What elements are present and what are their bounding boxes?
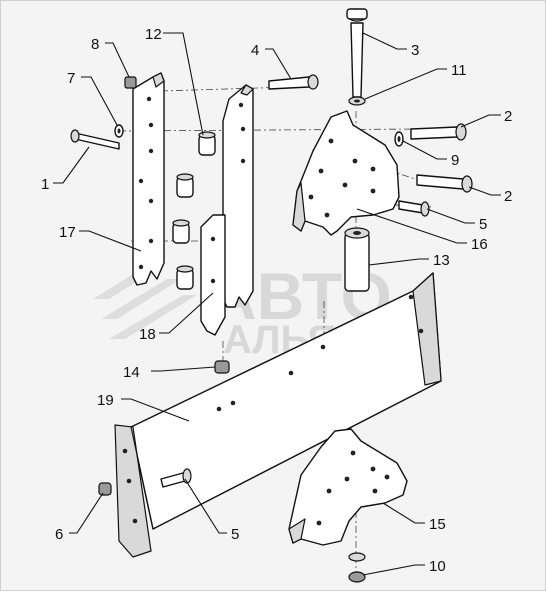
part-4-bolt bbox=[268, 74, 319, 90]
callout-11: 11 bbox=[451, 62, 467, 79]
part-11-washer bbox=[348, 96, 366, 106]
part-3-pin bbox=[346, 8, 368, 98]
callout-2-upper: 2 bbox=[504, 108, 512, 125]
part-10-washer-nut bbox=[348, 552, 366, 583]
part-19-beam bbox=[114, 272, 442, 558]
callout-6: 6 bbox=[55, 526, 63, 543]
part-18-right-plates bbox=[200, 84, 254, 336]
callout-17: 17 bbox=[59, 224, 76, 241]
callouts: 1 2 2 3 4 5 5 6 7 8 9 10 11 12 13 14 15 … bbox=[41, 26, 512, 575]
part-8-nut bbox=[124, 76, 137, 89]
callout-7: 7 bbox=[67, 70, 75, 87]
callout-4: 4 bbox=[251, 42, 259, 59]
part-12-bushings bbox=[172, 131, 216, 290]
callout-13: 13 bbox=[433, 252, 450, 269]
part-2-bolt-lower bbox=[416, 174, 473, 193]
callout-10: 10 bbox=[429, 558, 446, 575]
part-16-bracket bbox=[292, 110, 400, 236]
part-5-bolt-upper bbox=[398, 200, 430, 217]
callout-18: 18 bbox=[139, 326, 156, 343]
part-2-bolt-upper bbox=[410, 123, 467, 141]
callout-9: 9 bbox=[451, 152, 459, 169]
callout-16: 16 bbox=[471, 236, 488, 253]
callout-19: 19 bbox=[97, 392, 114, 409]
part-7-washer bbox=[114, 124, 124, 138]
part-13-spacer-tube bbox=[344, 227, 370, 292]
callout-1: 1 bbox=[41, 176, 49, 193]
callout-5-lower: 5 bbox=[231, 526, 239, 543]
part-15-lower-bracket bbox=[288, 428, 408, 546]
callout-8: 8 bbox=[91, 36, 99, 53]
leader-lines bbox=[53, 32, 501, 576]
callout-3: 3 bbox=[411, 42, 419, 59]
callout-12: 12 bbox=[145, 26, 162, 43]
callout-14: 14 bbox=[123, 364, 140, 381]
callout-5-upper: 5 bbox=[479, 216, 487, 233]
part-14-nut bbox=[214, 360, 230, 374]
part-9-washer bbox=[394, 131, 404, 147]
part-17-left-plate bbox=[132, 72, 165, 286]
callout-15: 15 bbox=[429, 516, 446, 533]
part-6-nut bbox=[98, 482, 112, 496]
callout-2-lower: 2 bbox=[504, 188, 512, 205]
part-1-bolt bbox=[70, 129, 120, 150]
